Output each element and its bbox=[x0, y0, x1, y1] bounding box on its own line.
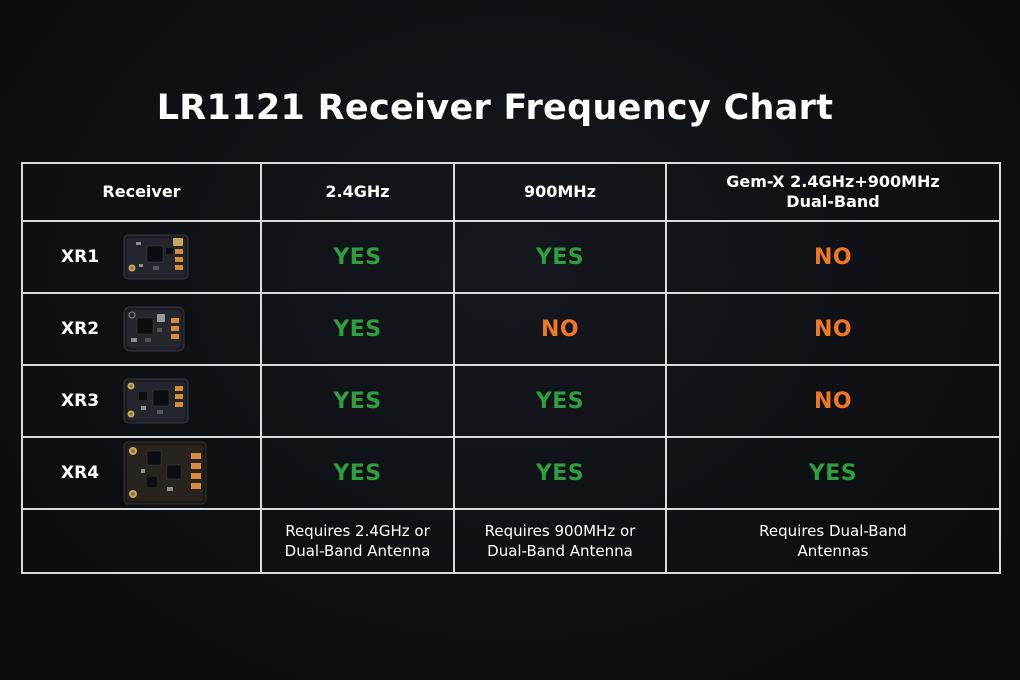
support-yes: YES bbox=[535, 388, 585, 414]
support-yes: YES bbox=[808, 460, 858, 486]
cell-2-4ghz: YES bbox=[260, 220, 455, 294]
header-2-4ghz: 2.4GHz bbox=[260, 162, 455, 222]
note-900mhz: Requires 900MHz or Dual-Band Antenna bbox=[453, 508, 667, 574]
cell-2-4ghz: YES bbox=[260, 292, 455, 366]
support-yes: YES bbox=[535, 244, 585, 270]
support-no: NO bbox=[540, 316, 580, 342]
receiver-name: XR2 bbox=[61, 319, 100, 339]
header-dual-band-line2: Dual-Band bbox=[786, 192, 880, 211]
support-yes: YES bbox=[333, 460, 382, 486]
receiver-name: XR4 bbox=[61, 463, 100, 483]
note-900mhz-line2: Dual-Band Antenna bbox=[487, 542, 633, 560]
receiver-cell: XR1 bbox=[21, 220, 262, 294]
note-2-4ghz-line2: Dual-Band Antenna bbox=[284, 542, 431, 560]
note-2-4ghz-line1: Requires 2.4GHz or bbox=[285, 522, 430, 540]
note-2-4ghz: Requires 2.4GHz or Dual-Band Antenna bbox=[260, 508, 455, 574]
cell-2-4ghz: YES bbox=[260, 364, 455, 438]
table-row: XR3 YES YES NO bbox=[21, 364, 1001, 438]
support-no: NO bbox=[813, 388, 853, 414]
cell-dual-band: YES bbox=[665, 436, 1001, 510]
note-dual-band-line1: Requires Dual-Band bbox=[759, 522, 907, 540]
receiver-cell: XR3 bbox=[21, 364, 262, 438]
table-row: XR4 YES YES YES bbox=[21, 436, 1001, 510]
support-yes: YES bbox=[535, 460, 585, 486]
support-no: NO bbox=[813, 316, 853, 342]
cell-dual-band: NO bbox=[665, 220, 1001, 294]
support-no: NO bbox=[813, 244, 853, 270]
frequency-table: Receiver 2.4GHz 900MHz Gem-X 2.4GHz+900M… bbox=[21, 162, 1001, 574]
table-row: XR2 YES NO NO bbox=[21, 292, 1001, 366]
notes-row: Requires 2.4GHz or Dual-Band Antenna Req… bbox=[21, 508, 1001, 574]
page-title: LR1121 Receiver Frequency Chart bbox=[156, 88, 834, 128]
xr1-board-image bbox=[123, 234, 189, 280]
note-dual-band-line2: Antennas bbox=[797, 542, 869, 560]
receiver-cell: XR2 bbox=[21, 292, 262, 366]
cell-dual-band: NO bbox=[665, 292, 1001, 366]
table-row: XR1 YES YES NO bbox=[21, 220, 1001, 294]
support-yes: YES bbox=[333, 388, 382, 414]
header-receiver: Receiver bbox=[21, 162, 262, 222]
note-dual-band: Requires Dual-Band Antennas bbox=[665, 508, 1001, 574]
cell-900mhz: YES bbox=[453, 364, 667, 438]
note-900mhz-line1: Requires 900MHz or bbox=[484, 522, 636, 540]
xr3-board-image bbox=[123, 378, 189, 424]
xr4-board-image bbox=[123, 441, 207, 505]
receiver-cell: XR4 bbox=[21, 436, 262, 510]
header-900mhz: 900MHz bbox=[453, 162, 667, 222]
header-dual-band-line1: Gem-X 2.4GHz+900MHz bbox=[726, 172, 940, 191]
cell-900mhz: YES bbox=[453, 220, 667, 294]
support-yes: YES bbox=[333, 316, 382, 342]
notes-empty-cell bbox=[21, 508, 262, 574]
cell-2-4ghz: YES bbox=[260, 436, 455, 510]
table-header-row: Receiver 2.4GHz 900MHz Gem-X 2.4GHz+900M… bbox=[21, 162, 1001, 222]
header-dual-band: Gem-X 2.4GHz+900MHz Dual-Band bbox=[665, 162, 1001, 222]
receiver-name: XR1 bbox=[61, 247, 100, 267]
xr2-board-image bbox=[123, 306, 185, 352]
support-yes: YES bbox=[333, 244, 382, 270]
cell-900mhz: NO bbox=[453, 292, 667, 366]
cell-dual-band: NO bbox=[665, 364, 1001, 438]
receiver-name: XR3 bbox=[61, 391, 100, 411]
cell-900mhz: YES bbox=[453, 436, 667, 510]
